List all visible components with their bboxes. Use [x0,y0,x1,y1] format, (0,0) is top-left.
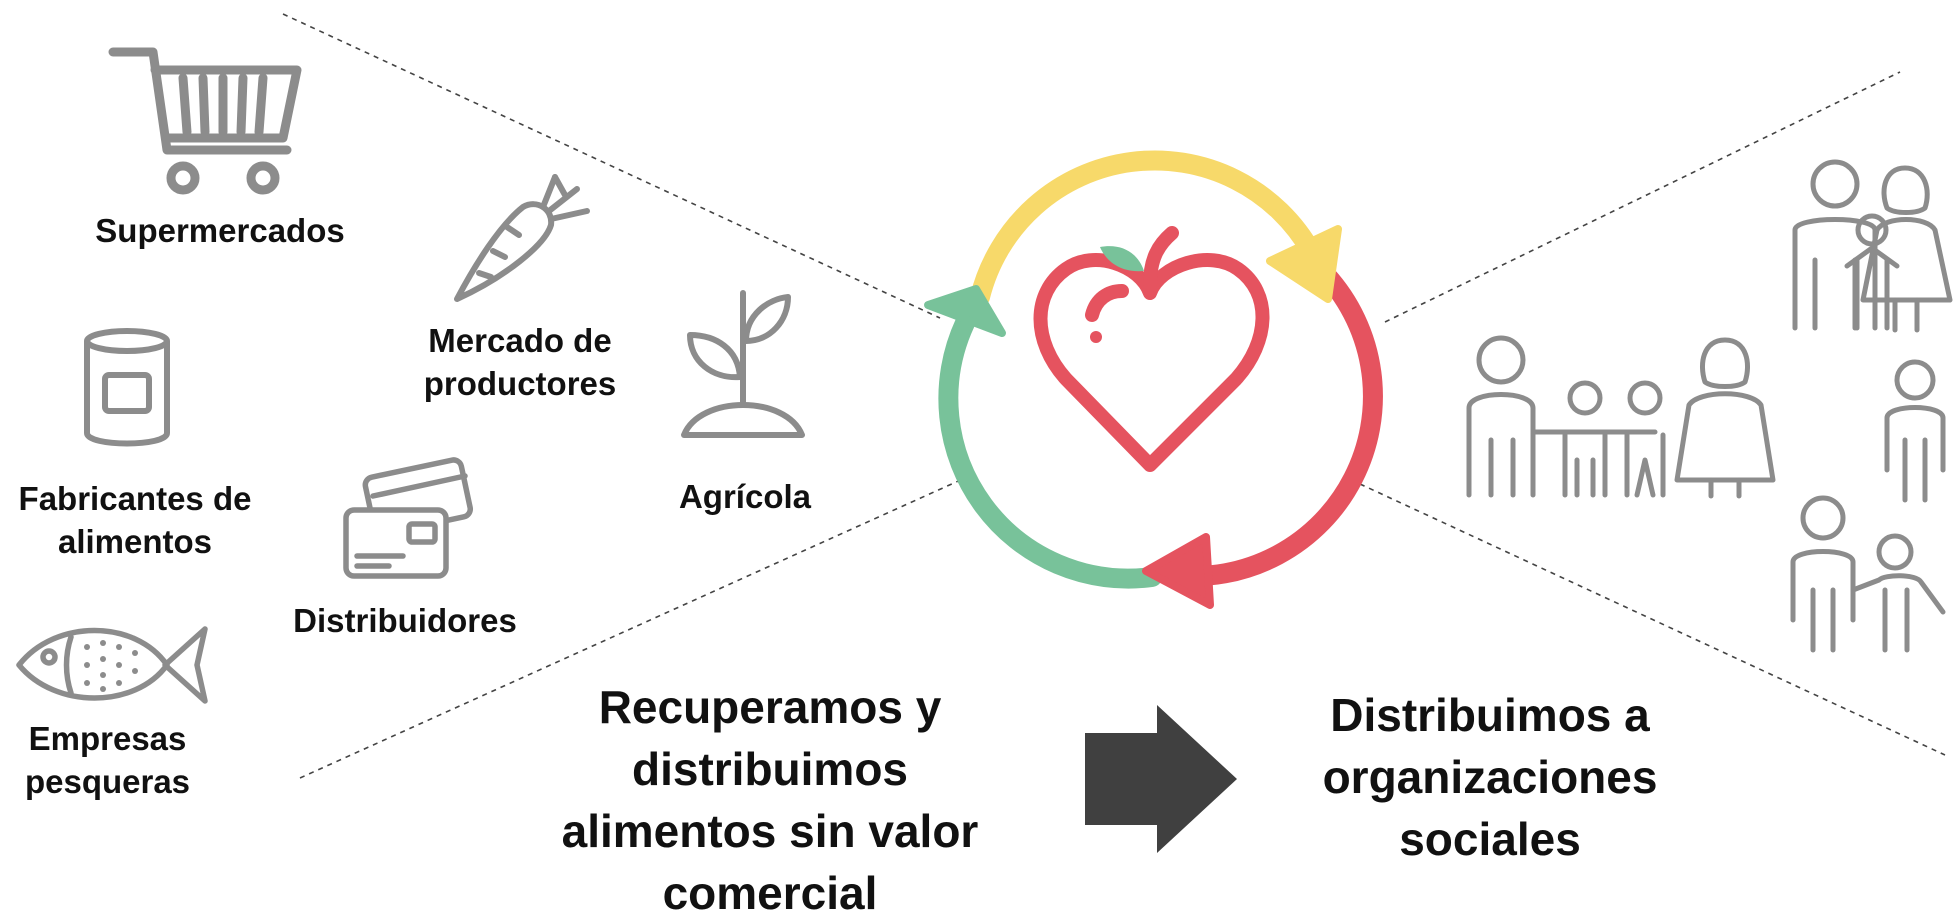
center-statement: Recuperamos y distribuimos alimentos sin… [530,676,1010,924]
recycle-apple-heart-icon [910,150,1390,625]
dashed-line-lower-right [1359,483,1946,756]
source-label-line: alimentos [57,522,213,560]
destination-statement-line: sociales [1399,813,1581,866]
destination-statement-line: Distribuimos a [1330,689,1650,741]
right-arrow-icon [1085,705,1240,853]
center-statement-line: Recuperamos y [598,681,942,733]
sprout-icon [680,285,810,445]
center-statement-line: alimentos sin valor [561,805,979,858]
carrot-icon [445,165,595,305]
source-label-distribuidores: Distribuidores [265,600,545,643]
family-middle-icon [1466,335,1776,499]
source-label-agricola: Agrícola [630,476,860,519]
food-can-icon [80,325,175,450]
parent-child-icon [1790,495,1946,653]
source-label-line: Mercado de [428,322,612,359]
source-label-line: Distribuidores [293,602,517,639]
source-label-line: Supermercados [95,212,345,249]
destination-statement: Distribuimos a organizaciones sociales [1300,684,1680,870]
families-icon [1455,150,1960,670]
source-label-line: pesqueras [24,762,191,800]
source-label-line: Agrícola [678,478,812,515]
source-label-mercado-productores: Mercado de productores [380,320,660,406]
family-top-icon [1792,159,1953,333]
source-label-line: productores [423,364,617,402]
source-label-fabricantes: Fabricantes de alimentos [0,478,270,564]
dashed-line-upper-left [282,13,941,319]
child-icon [1884,359,1946,503]
fish-icon [15,615,210,710]
source-label-line: Empresas [28,720,187,757]
source-label-empresas-pesqueras: Empresas pesqueras [0,718,215,804]
center-statement-line: comercial [662,867,878,920]
shopping-cart-icon [105,40,305,200]
center-statement-line: distribuimos [631,743,909,796]
source-label-supermercados: Supermercados [60,210,380,253]
destination-statement-line: organizaciones [1322,751,1658,804]
source-label-line: Fabricantes de [18,480,252,517]
dashed-line-lower-left [299,477,966,779]
cards-icon [343,457,478,583]
